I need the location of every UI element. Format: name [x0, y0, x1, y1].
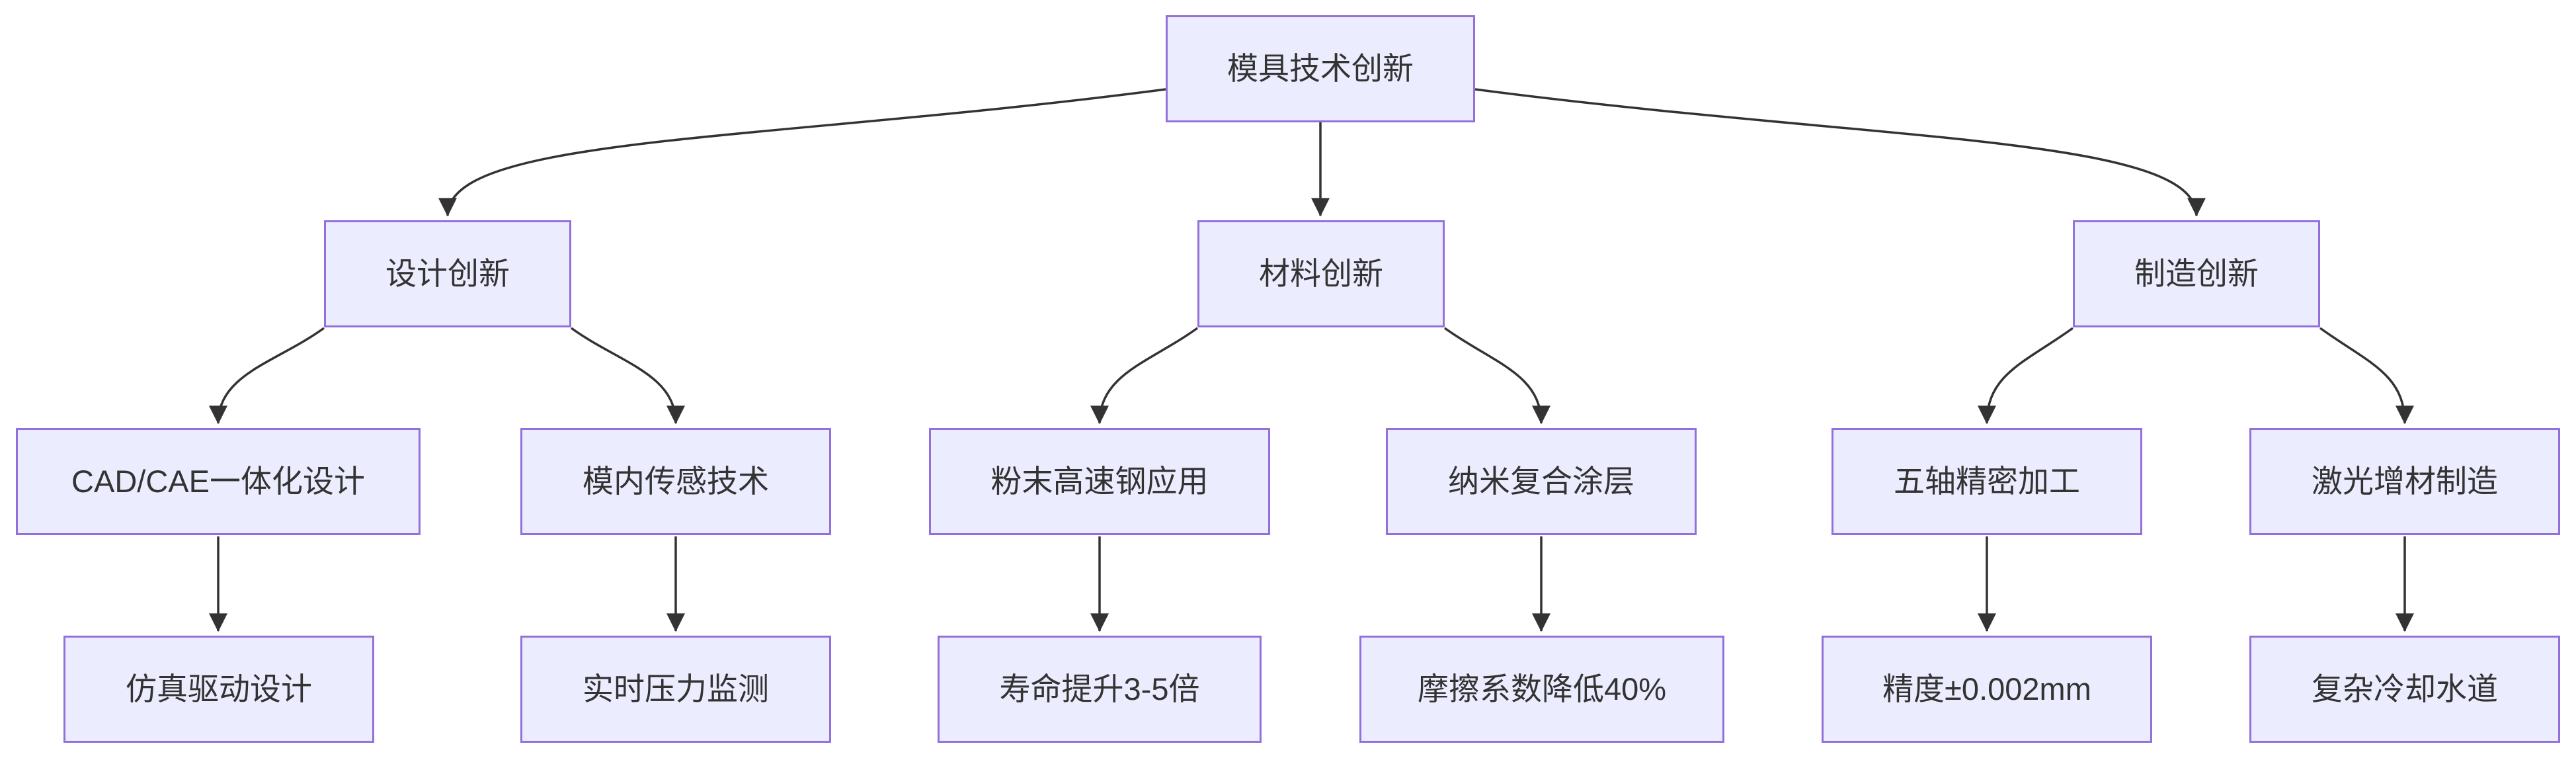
node-label: 制造创新 [2134, 255, 2259, 291]
edge-design-inmoldsensing [570, 327, 685, 425]
node-label: 模内传感技术 [583, 463, 769, 499]
node-label: 模具技术创新 [1227, 50, 1414, 86]
node-precision-0002mm: 精度±0.002mm [1822, 636, 2152, 743]
node-label: 纳米复合涂层 [1448, 463, 1634, 499]
node-label: 复杂冷却水道 [2312, 671, 2498, 706]
node-label: 实时压力监测 [583, 671, 769, 706]
node-label: 材料创新 [1259, 255, 1383, 291]
edge-material-powderhss [1090, 327, 1199, 425]
node-powder-hss-application: 粉末高速钢应用 [929, 428, 1270, 535]
node-realtime-pressure-monitoring: 实时压力监测 [520, 636, 831, 743]
node-label: 粉末高速钢应用 [990, 463, 1209, 499]
node-manufacturing-innovation: 制造创新 [2073, 220, 2320, 327]
node-complex-cooling-channels: 复杂冷却水道 [2249, 636, 2560, 743]
node-label: 五轴精密加工 [1894, 463, 2080, 499]
node-friction-reduction-40pct: 摩擦系数降低40% [1359, 636, 1724, 743]
edge-root-design [438, 88, 1166, 217]
node-in-mold-sensing: 模内传感技术 [520, 428, 831, 535]
node-label: 精度±0.002mm [1882, 671, 2091, 706]
edge-manufacturing-laseram [2319, 327, 2414, 425]
node-label: 设计创新 [385, 255, 510, 291]
node-label: 仿真驱动设计 [126, 671, 312, 706]
node-lifespan-boost-3-5x: 寿命提升3-5倍 [938, 636, 1262, 743]
node-label: 寿命提升3-5倍 [999, 671, 1200, 706]
node-design-innovation: 设计创新 [324, 220, 571, 327]
node-nano-composite-coating: 纳米复合涂层 [1386, 428, 1697, 535]
node-label: 摩擦系数降低40% [1417, 671, 1667, 706]
edge-root-manufacturing [1474, 88, 2206, 217]
edge-material-nanocoating [1443, 327, 1550, 425]
node-five-axis-machining: 五轴精密加工 [1831, 428, 2142, 535]
edge-manufacturing-fiveaxis [1978, 327, 2074, 425]
node-material-innovation: 材料创新 [1197, 220, 1445, 327]
node-laser-additive-manufacturing: 激光增材制造 [2249, 428, 2560, 535]
edge-design-cadcae [209, 327, 325, 425]
node-mold-tech-innovation: 模具技术创新 [1166, 15, 1475, 122]
node-label: CAD/CAE一体化设计 [71, 463, 365, 499]
node-label: 激光增材制造 [2312, 463, 2498, 499]
node-cad-cae-integrated-design: CAD/CAE一体化设计 [16, 428, 421, 535]
node-simulation-driven-design: 仿真驱动设计 [63, 636, 374, 743]
